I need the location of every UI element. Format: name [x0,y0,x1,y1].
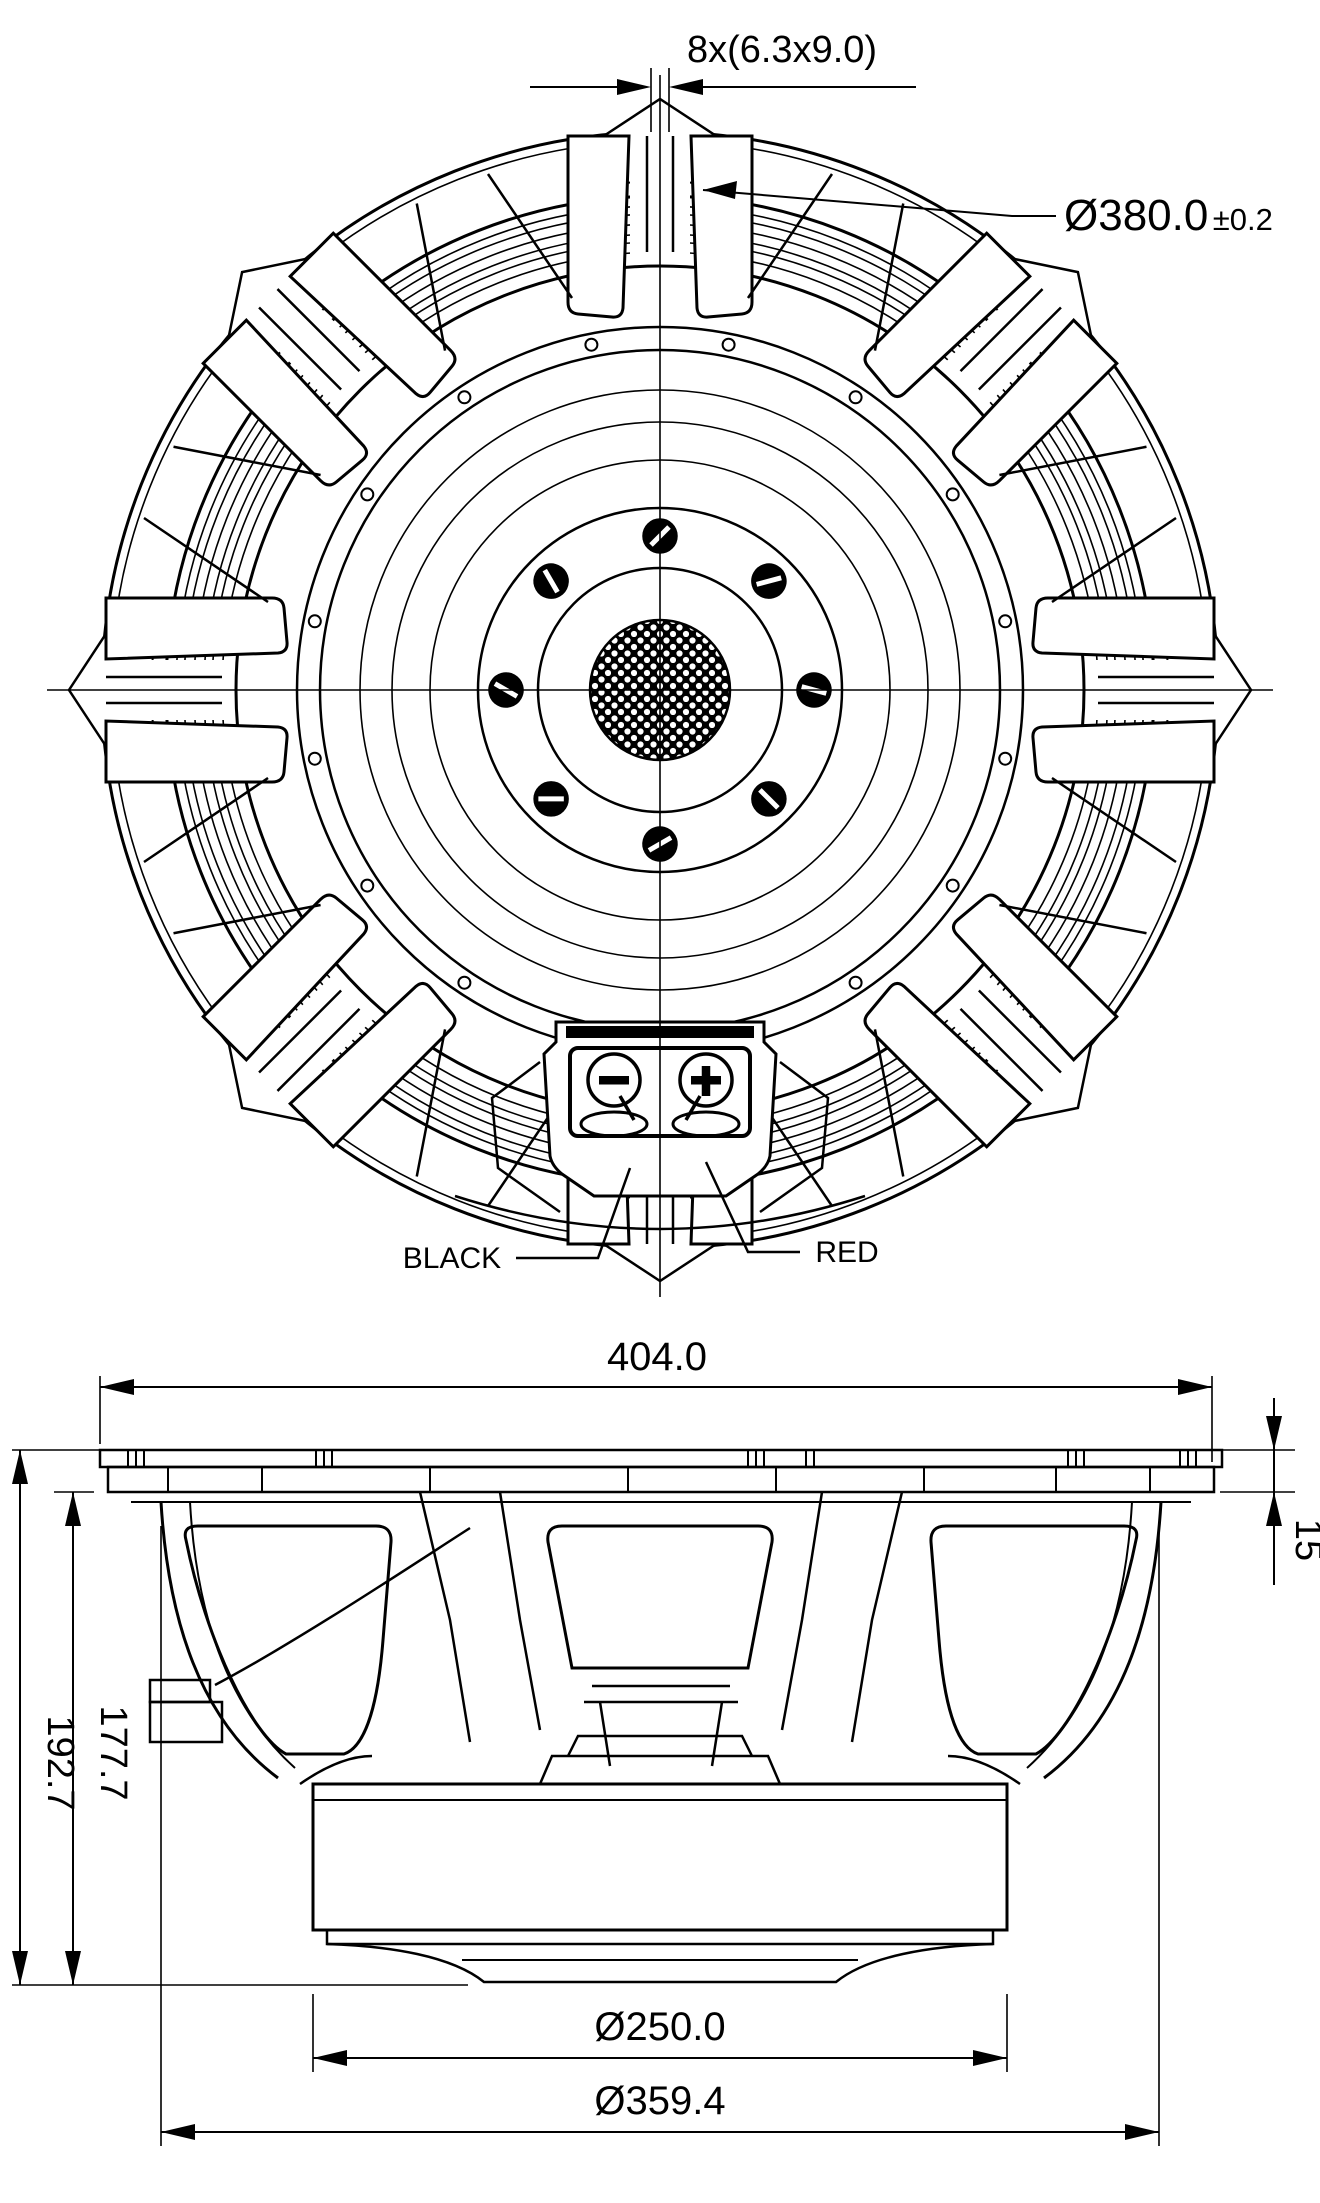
plus-terminal-icon [678,1052,734,1108]
dimension-overall-depth: 192.7 [12,1449,468,1986]
side-view: 404.0 15 192.7 177.7 [12,1335,1320,2146]
mounting-depth-label: 177.7 [92,1705,134,1800]
svg-text:Ø380.0 ±0.2: Ø380.0 ±0.2 [1064,191,1273,240]
negative-terminal-label: BLACK [403,1242,501,1275]
overall-depth-label: 192.7 [39,1715,81,1810]
overall-width-label: 404.0 [607,1335,707,1379]
basket-profile [131,1491,1191,1786]
dimension-mounting-depth: 177.7 [54,1491,134,1985]
terminal-labels: BLACK RED [403,1161,879,1275]
magnet-diameter-label: Ø250.0 [594,2005,725,2049]
dimension-flange-thickness: 15 [1198,1398,1320,1585]
gasket-bar [98,1448,1224,1469]
mounting-slots-dim-label: 8x(6.3x9.0) [687,29,877,71]
front-view: 8x(6.3x9.0) Ø380.0 ±0.2 BLACK RED [47,29,1273,1297]
minus-terminal-icon [586,1052,642,1108]
flange-thickness-label: 15 [1287,1519,1320,1561]
bolt-circle-diameter-label: Ø380.0 [1064,191,1208,240]
magnet-assembly [311,1782,1009,1984]
dimension-basket-diameter: Ø359.4 [160,1526,1160,2146]
mounting-flange [106,1465,1216,1494]
positive-terminal-label: RED [815,1236,878,1269]
dimension-bolt-circle: Ø380.0 ±0.2 [702,181,1273,240]
dimension-magnet-diameter: Ø250.0 [312,1994,1008,2072]
basket-diameter-label: Ø359.4 [594,2079,725,2123]
side-terminal-bracket [148,1526,471,1744]
dimension-overall-width: 404.0 [99,1335,1213,1462]
dimension-mounting-slots: 8x(6.3x9.0) [530,29,916,132]
bolt-circle-tolerance-label: ±0.2 [1213,202,1273,237]
center-lines [47,75,1273,1297]
